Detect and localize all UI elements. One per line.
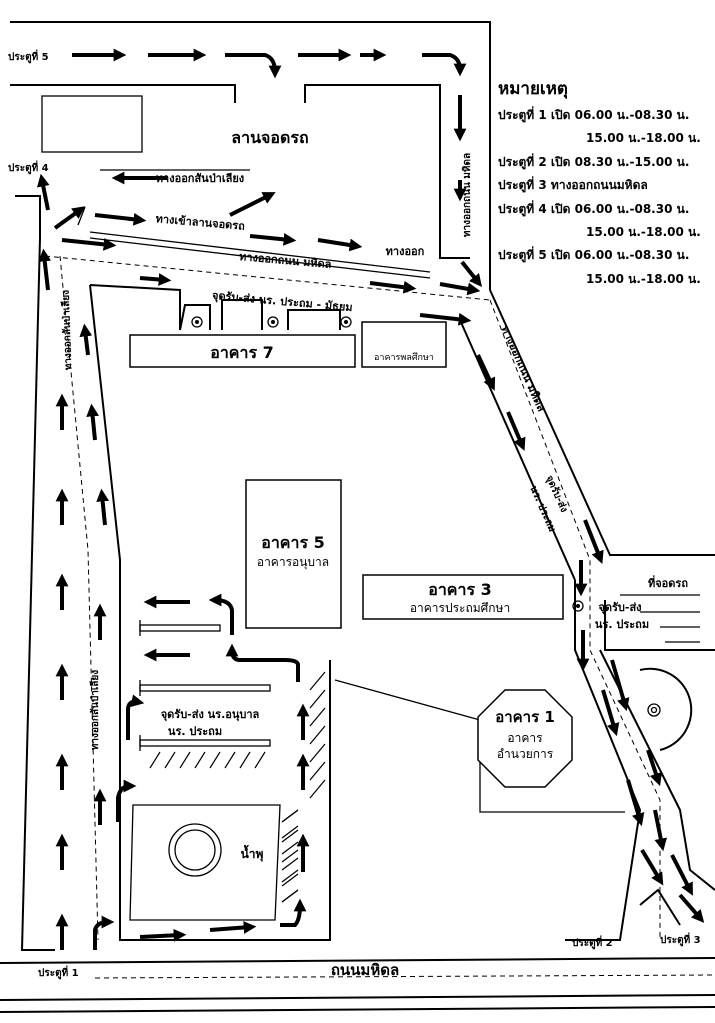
svg-text:ทางออกถนน มหิดล: ทางออกถนน มหิดล (461, 153, 473, 237)
fountain: น้ำพุ (129, 804, 281, 921)
gate-4-label: ประตูที่ 4 (8, 160, 49, 175)
gate-5-label: ประตูที่ 5 (8, 49, 49, 64)
svg-text:นร. ประถม: นร. ประถม (595, 618, 649, 631)
parking-slots: ที่จอดรถ (620, 575, 700, 643)
svg-text:จุดรับ-ส่ง นร.อนุบาล: จุดรับ-ส่ง นร.อนุบาล (161, 708, 260, 722)
svg-text:อาคาร 1: อาคาร 1 (495, 708, 555, 726)
building-5[interactable]: อาคาร 5 อาคารอนุบาล (245, 479, 342, 629)
svg-text:จุดรับ-ส่ง นร. ประถม - มัธยม: จุดรับ-ส่ง นร. ประถม - มัธยม (211, 289, 353, 315)
svg-text:ทางออกถนน มหิดล: ทางออกถนน มหิดล (239, 250, 333, 271)
building-3[interactable]: อาคาร 3 อาคารประถมศึกษา (362, 574, 564, 620)
building-sport[interactable]: อาคารพลศึกษา (361, 321, 447, 368)
svg-text:อาคารประถมศึกษา: อาคารประถมศึกษา (410, 601, 510, 615)
building-1[interactable]: อาคาร 1 อาคาร อำนวยการ (477, 689, 573, 788)
legend-row: 15.00 น.-18.00 น. (586, 131, 701, 146)
roundabout (639, 667, 693, 751)
svg-text:อำนวยการ: อำนวยการ (497, 747, 554, 761)
svg-text:นร. ประถม: นร. ประถม (168, 725, 222, 738)
legend-row: 15.00 น.-18.00 น. (586, 225, 701, 240)
svg-text:อาคารอนุบาล: อาคารอนุบาล (257, 555, 329, 570)
legend-row: ประตูที่ 3 ทางออกถนนมหิดล (498, 178, 648, 193)
gate-labels: ประตูที่ 5 ประตูที่ 4 ประตูที่ 1 ประตูที… (8, 49, 701, 980)
svg-text:ถนนมหิดล: ถนนมหิดล (331, 961, 399, 979)
svg-text:อาคาร 7: อาคาร 7 (210, 343, 274, 362)
svg-text:อาคาร 5: อาคาร 5 (261, 533, 325, 552)
legend-title: หมายเหตุ (498, 79, 568, 99)
svg-text:ลานจอดรถ: ลานจอดรถ (231, 128, 308, 147)
gate-1-label: ประตูที่ 1 (38, 965, 79, 980)
svg-text:น้ำพุ: น้ำพุ (241, 844, 264, 862)
gate-2-label: ประตูที่ 2 (572, 935, 613, 950)
legend-row: ประตูที่ 1 เปิด 06.00 น.-08.30 น. (498, 108, 690, 122)
legend-row: 15.00 น.-18.00 น. (586, 271, 701, 286)
svg-text:ทางออกสันป่าเลียง: ทางออกสันป่าเลียง (156, 172, 244, 185)
legend-row: ประตูที่ 2 เปิด 08.30 น.-15.00 น. (498, 154, 690, 169)
legend: หมายเหตุ ประตูที่ 1 เปิด 06.00 น.-08.30 … (498, 76, 713, 291)
svg-text:อาคารพลศึกษา: อาคารพลศึกษา (374, 352, 434, 363)
legend-row: ประตูที่ 4 เปิด 06.00 น.-08.30 น. (498, 201, 690, 216)
pickup-markers (191, 316, 584, 612)
svg-text:ทางออก: ทางออก (386, 245, 425, 258)
kindergarten-bays (139, 620, 271, 751)
svg-text:ทางออกสันป่าเลียง: ทางออกสันป่าเลียง (89, 670, 101, 750)
svg-text:จุดรับ-ส่ง: จุดรับ-ส่ง (598, 601, 641, 615)
gate-3-label: ประตูที่ 3 (660, 932, 701, 947)
svg-text:ทางออกถนน มหิดล: ทางออกถนน มหิดล (498, 324, 548, 414)
svg-text:ที่จอดรถ: ที่จอดรถ (648, 575, 688, 590)
svg-text:ทางออกสันป่าเลียง: ทางออกสันป่าเลียง (60, 290, 75, 371)
svg-text:อาคาร: อาคาร (507, 731, 543, 745)
hatch-areas (149, 671, 326, 903)
svg-text:อาคาร 3: อาคาร 3 (428, 580, 492, 599)
traffic-arrows (36, 48, 705, 950)
road-outlines (0, 21, 715, 1013)
legend-rows: ประตูที่ 1 เปิด 06.00 น.-08.30 น. 15.00 น… (498, 104, 713, 291)
legend-row: ประตูที่ 5 เปิด 06.00 น.-08.30 น. (498, 248, 690, 263)
building-7[interactable]: อาคาร 7 (129, 334, 356, 368)
